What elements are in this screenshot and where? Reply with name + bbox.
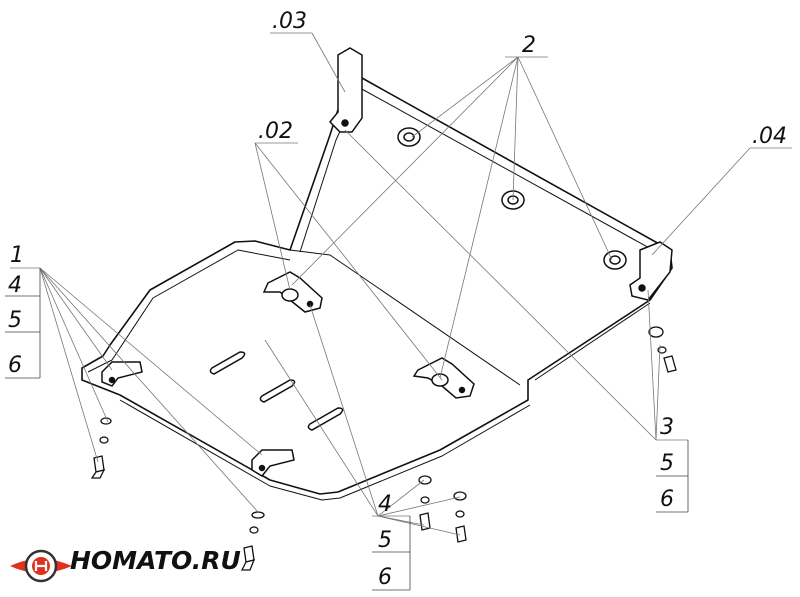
callout-left-4: 4 xyxy=(8,273,22,298)
front-bracket-left xyxy=(101,361,143,387)
front-bracket-right xyxy=(251,449,295,477)
callout-bottom-6: 6 xyxy=(378,565,392,590)
callout-left-1: 1 xyxy=(10,243,24,268)
callout-frames xyxy=(5,268,689,591)
callout-04: .04 xyxy=(752,124,787,149)
callout-right-6: 6 xyxy=(660,487,674,512)
bracket-04 xyxy=(629,241,673,301)
callout-2: 2 xyxy=(522,33,536,58)
callout-bottom-5: 5 xyxy=(378,528,392,553)
callout-03: .03 xyxy=(272,9,307,34)
mounting-holes xyxy=(397,127,627,270)
fastener-set-middle-right xyxy=(453,491,467,543)
bracket-02-right xyxy=(412,357,475,399)
brand-name: HOMATO.RU xyxy=(70,546,241,575)
fastener-set-middle-left xyxy=(418,475,432,531)
callout-right-3: 3 xyxy=(660,415,674,440)
car-emblem-icon xyxy=(10,549,72,583)
callout-bottom-4: 4 xyxy=(378,492,392,517)
fastener-set-front-right xyxy=(240,511,265,571)
skid-plate xyxy=(81,77,673,501)
bracket-02-left xyxy=(262,271,323,313)
callout-left-6: 6 xyxy=(8,353,22,378)
leader-lines xyxy=(10,32,792,536)
fastener-set-rear-right xyxy=(648,326,677,373)
bracket-03 xyxy=(328,47,363,133)
callout-right-5: 5 xyxy=(660,451,674,476)
fastener-set-front-left xyxy=(90,417,112,479)
vent-slots xyxy=(209,351,344,431)
callout-left-5: 5 xyxy=(8,308,22,333)
callout-02: .02 xyxy=(258,119,293,144)
